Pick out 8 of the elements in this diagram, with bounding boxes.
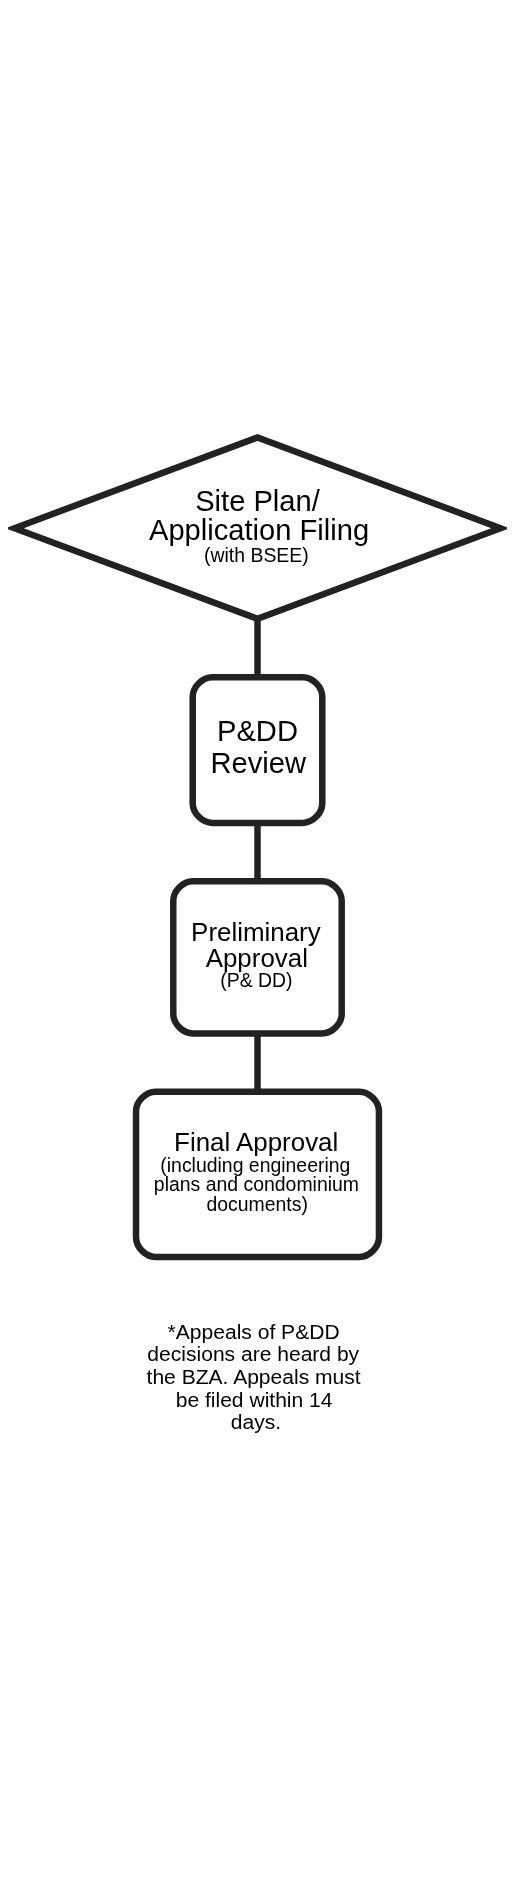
connector: [254, 823, 261, 881]
label: *Appeals of P&DD decisions are heard by the BZA. Appeals must be filed within 14 days.: [146, 1319, 361, 1434]
node-box: Preliminary Approval (P& DD): [170, 877, 345, 1037]
node-box: P&DD Review: [189, 673, 326, 827]
node-box: Final Approval (including engineering plans and condominium documents): [132, 1088, 383, 1261]
connector: [254, 1033, 261, 1092]
node-diamond: Site Plan/ Application Filing (with BSEE): [8, 434, 507, 623]
connector: [254, 619, 261, 677]
